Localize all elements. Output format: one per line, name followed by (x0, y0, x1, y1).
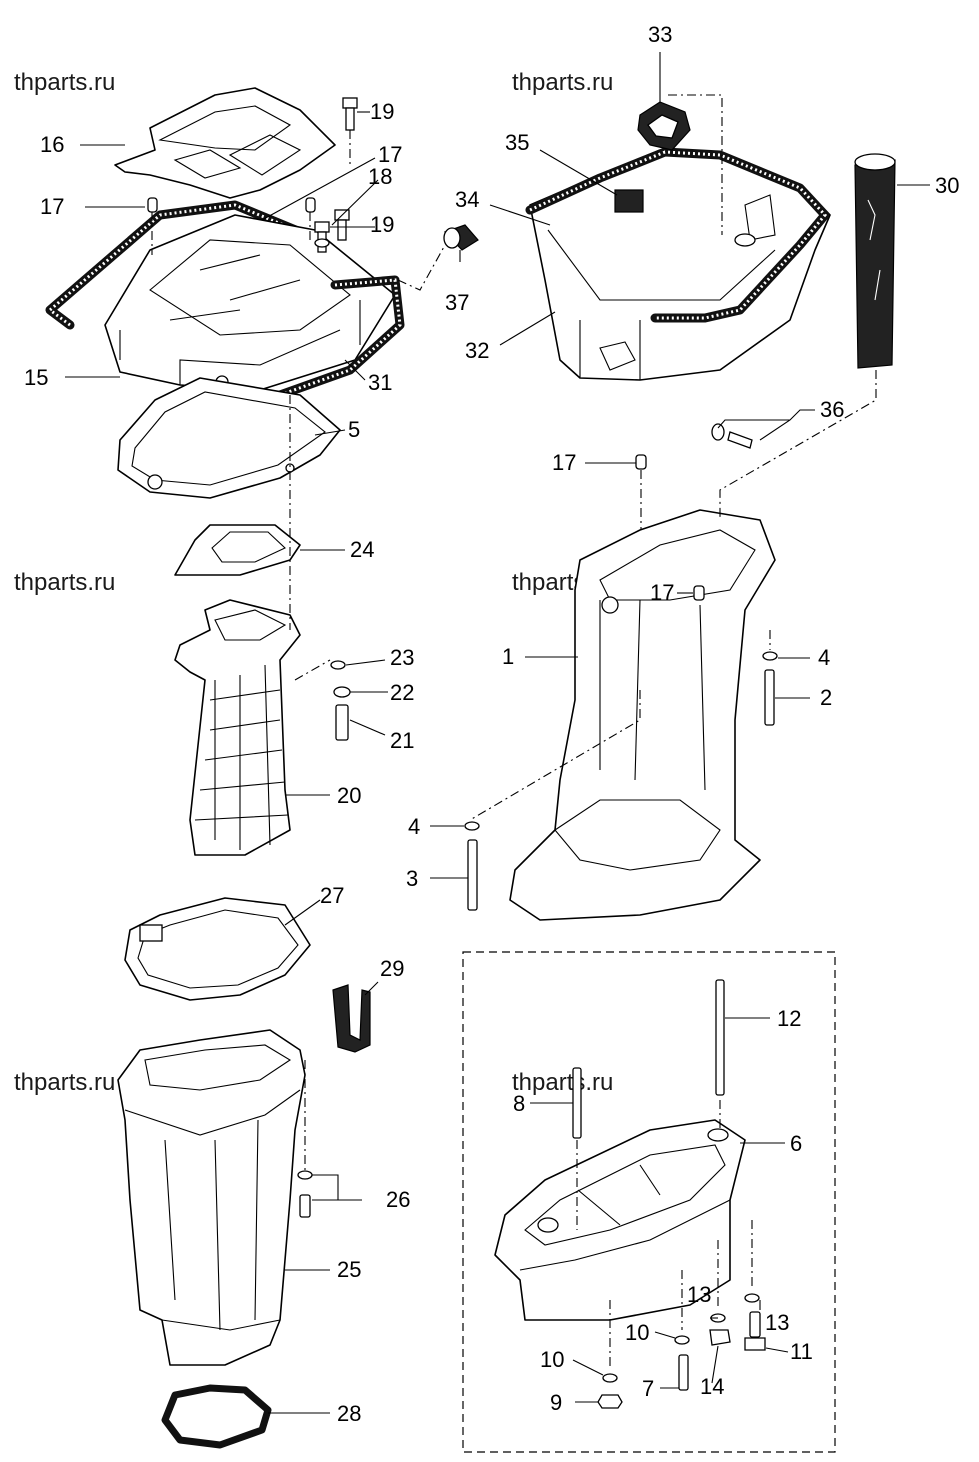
part-2-bolt (764, 669, 775, 726)
label-34: 34 (455, 187, 479, 212)
part-26-washer (297, 1170, 313, 1180)
part-20-exhaust-tube (174, 599, 301, 856)
label-4: 4 (408, 814, 420, 839)
part-35-label (614, 189, 644, 213)
watermark: thparts.ru (14, 1069, 115, 1096)
label-24: 24 (350, 537, 374, 562)
watermarks: thparts.ru thparts.ru thparts.ru thparts… (14, 69, 613, 1096)
part-15-adapter-plate (45, 200, 405, 415)
watermark: thparts.ru (14, 569, 115, 596)
part-3-bolt (467, 839, 478, 911)
label-4: 4 (818, 645, 830, 670)
label-1: 1 (502, 644, 514, 669)
part-9-nut (597, 1394, 623, 1409)
part-washer (314, 238, 330, 248)
part-17-pin (635, 454, 647, 470)
box-fasteners (572, 979, 766, 1409)
part-27-gasket (124, 897, 311, 1001)
label-27: 27 (320, 883, 344, 908)
part-22-washer (333, 686, 351, 698)
label-25: 25 (337, 1257, 361, 1282)
label-17: 17 (552, 450, 576, 475)
label-5: 5 (348, 417, 360, 442)
label-18: 18 (368, 164, 392, 189)
label-22: 22 (390, 680, 414, 705)
part-10-washer (602, 1373, 618, 1383)
watermark: thparts.ru (512, 1069, 613, 1096)
label-10: 10 (540, 1347, 564, 1372)
label-2: 2 (820, 685, 832, 710)
label-19: 19 (370, 99, 394, 124)
part-17-pin (147, 197, 158, 213)
label-35: 35 (505, 130, 529, 155)
part-11-bolt (749, 1311, 761, 1338)
part-29-u-seal (332, 984, 371, 1053)
part-21-bolt (335, 704, 349, 741)
part-14-nut (709, 1329, 731, 1346)
label-6: 6 (790, 1131, 802, 1156)
alignment-lines (151, 94, 877, 1370)
part-5-gasket (117, 377, 341, 499)
part-23-washer (330, 660, 346, 670)
part-4-washer (762, 651, 778, 661)
part-32-apron (525, 101, 831, 381)
label-9: 9 (550, 1390, 562, 1415)
label-12: 12 (777, 1006, 801, 1031)
label-20: 20 (337, 783, 361, 808)
part-19-bolt (342, 97, 358, 109)
part-8-stud (572, 1067, 582, 1139)
watermark: thparts.ru (512, 69, 613, 96)
label-7: 7 (642, 1376, 654, 1401)
label-31: 31 (368, 370, 392, 395)
label-28: 28 (337, 1401, 361, 1426)
watermark: thparts.ru (14, 69, 115, 96)
part-19-bolt (314, 221, 330, 233)
part-7-bolt (678, 1354, 689, 1391)
part-labels: 16 17 15 19 17 18 19 37 31 5 24 23 22 21… (24, 22, 959, 1426)
part-36-screw (711, 423, 753, 449)
label-13: 13 (687, 1282, 711, 1307)
label-33: 33 (648, 22, 672, 47)
label-17: 17 (650, 580, 674, 605)
label-36: 36 (820, 397, 844, 422)
part-25-lower-housing (117, 1029, 306, 1366)
part-28-gasket (161, 1384, 272, 1449)
label-21: 21 (390, 728, 414, 753)
label-3: 3 (406, 866, 418, 891)
leader-lines (65, 52, 930, 1414)
label-15: 15 (24, 365, 48, 390)
label-13: 13 (765, 1310, 789, 1335)
label-37: 37 (445, 290, 469, 315)
part-1-driveshaft-housing (509, 454, 776, 921)
label-17: 17 (378, 142, 402, 167)
part-26-bolt (299, 1194, 311, 1218)
part-4-washer (464, 821, 480, 831)
part-10-washer (674, 1335, 690, 1345)
label-14: 14 (700, 1374, 724, 1399)
label-11: 11 (790, 1339, 813, 1364)
label-29: 29 (380, 956, 404, 981)
part-12-stud (715, 979, 725, 1096)
label-19: 19 (370, 212, 394, 237)
label-30: 30 (935, 173, 959, 198)
label-16: 16 (40, 132, 64, 157)
label-17: 17 (40, 194, 64, 219)
label-26: 26 (386, 1187, 410, 1212)
part-17-pin (305, 197, 316, 213)
label-23: 23 (390, 645, 414, 670)
detail-box (462, 951, 836, 1453)
label-8: 8 (513, 1091, 525, 1116)
left-fasteners (147, 97, 479, 1218)
label-32: 32 (465, 338, 489, 363)
part-16-cover-plate (114, 87, 336, 199)
label-10: 10 (625, 1320, 649, 1345)
part-13-washer (744, 1293, 760, 1303)
right-fasteners (464, 651, 778, 911)
part-24-gasket (174, 524, 301, 576)
part-17-pin (693, 585, 705, 601)
part-30-hose (854, 153, 896, 369)
